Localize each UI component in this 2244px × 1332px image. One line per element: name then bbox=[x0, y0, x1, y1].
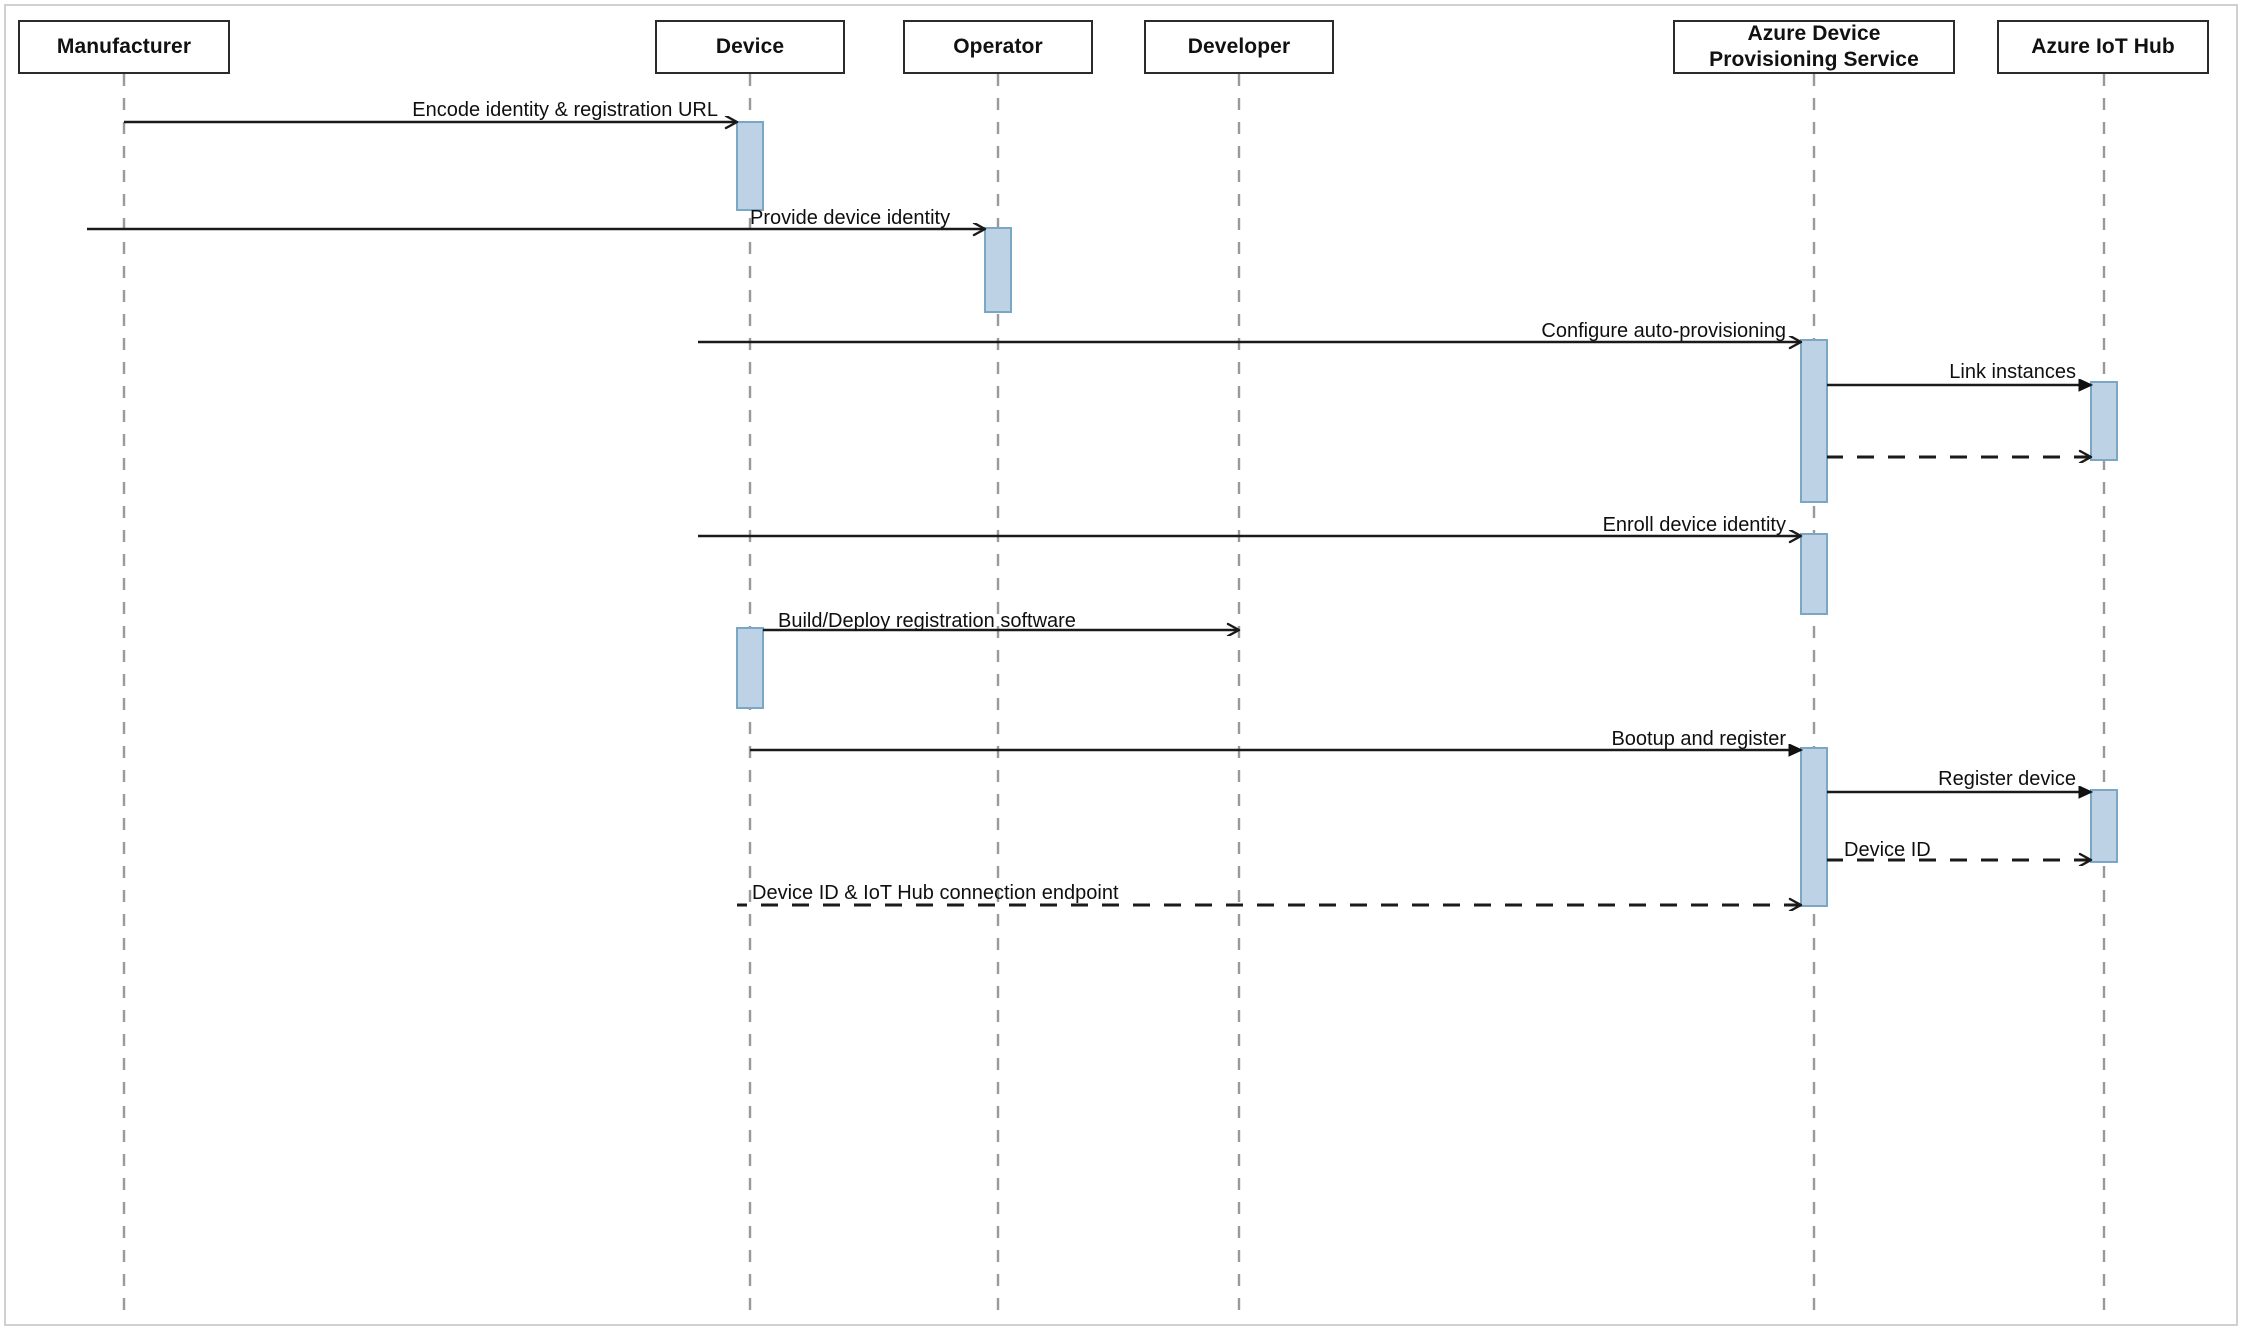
activation-bar-iothub bbox=[2090, 381, 2118, 461]
message-label-m3: Configure auto-provisioning bbox=[1541, 320, 1786, 342]
participant-label-device: Device bbox=[715, 35, 785, 59]
activation-bar-device bbox=[736, 627, 764, 709]
participant-label-developer: Developer bbox=[1187, 35, 1291, 59]
activation-bar-operator bbox=[984, 227, 1012, 313]
message-label-m2: Provide device identity bbox=[750, 207, 951, 229]
message-label-m8: Bootup and register bbox=[1611, 728, 1786, 750]
message-label-m7: Build/Deploy registration software bbox=[778, 610, 1076, 632]
lifelines-group bbox=[122, 74, 2106, 1318]
message-label-m4: Link instances bbox=[1949, 361, 2076, 383]
activation-bar-dps bbox=[1800, 533, 1828, 615]
activation-bar-iothub bbox=[2090, 789, 2118, 863]
participant-box-developer[interactable]: Developer bbox=[1144, 20, 1334, 74]
diagram-frame bbox=[4, 4, 2238, 1326]
activation-bar-dps bbox=[1800, 339, 1828, 503]
message-label-m6: Enroll device identity bbox=[1602, 514, 1786, 536]
participant-label-operator: Operator bbox=[953, 35, 1043, 59]
message-label-m1: Encode identity & registration URL bbox=[412, 99, 718, 121]
message-label-m10: Device ID bbox=[1844, 839, 1931, 861]
activation-bar-dps bbox=[1800, 747, 1828, 907]
participant-box-iothub[interactable]: Azure IoT Hub bbox=[1997, 20, 2209, 74]
participant-box-operator[interactable]: Operator bbox=[903, 20, 1093, 74]
participant-label-manufacturer: Manufacturer bbox=[56, 35, 192, 59]
message-label-m11: Device ID & IoT Hub connection endpoint bbox=[752, 882, 1119, 904]
participant-box-manufacturer[interactable]: Manufacturer bbox=[18, 20, 230, 74]
participant-box-device[interactable]: Device bbox=[655, 20, 845, 74]
activation-bar-device bbox=[736, 121, 764, 211]
activation-bars-group bbox=[736, 121, 2118, 907]
message-arrows-group bbox=[87, 122, 2091, 905]
message-label-m9: Register device bbox=[1938, 768, 2076, 790]
participant-label-iothub: Azure IoT Hub bbox=[2031, 35, 2175, 59]
